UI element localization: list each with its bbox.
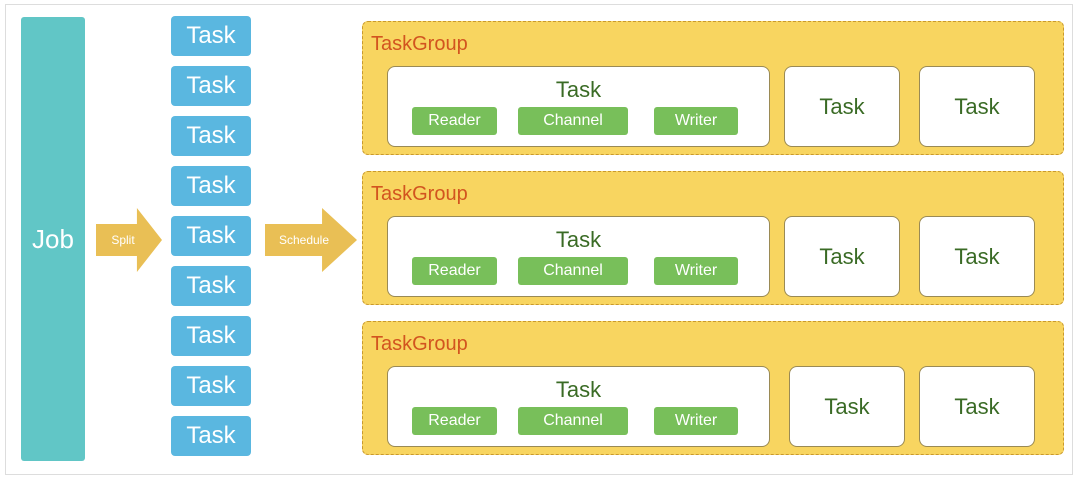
split-arrow: Split xyxy=(96,208,162,272)
split-task: Task xyxy=(171,116,251,156)
split-task: Task xyxy=(171,366,251,406)
channel-chip: Channel xyxy=(518,107,628,135)
job-label: Job xyxy=(32,223,74,254)
writer-chip: Writer xyxy=(654,407,738,435)
diagram-frame xyxy=(5,4,1073,475)
task-group-3: TaskGroup Task Reader Channel Writer Tas… xyxy=(362,321,1064,455)
split-task: Task xyxy=(171,16,251,56)
split-task: Task xyxy=(171,66,251,106)
split-task: Task xyxy=(171,316,251,356)
task-group-extra-task: Task xyxy=(919,366,1035,447)
task-group-main-task: Task Reader Channel Writer xyxy=(387,366,770,447)
writer-chip: Writer xyxy=(654,107,738,135)
split-task: Task xyxy=(171,266,251,306)
task-group-extra-task: Task xyxy=(919,66,1035,147)
task-group-extra-task: Task xyxy=(784,66,900,147)
channel-chip: Channel xyxy=(518,257,628,285)
task-group-2: TaskGroup Task Reader Channel Writer Tas… xyxy=(362,171,1064,305)
reader-chip: Reader xyxy=(412,257,497,285)
main-task-title: Task xyxy=(555,77,602,102)
main-task-title: Task xyxy=(555,227,602,252)
channel-chip: Channel xyxy=(518,407,628,435)
task-group-1: TaskGroup Task Reader Channel Writer Tas… xyxy=(362,21,1064,155)
reader-chip: Reader xyxy=(412,107,497,135)
split-task: Task xyxy=(171,416,251,456)
task-group-extra-task: Task xyxy=(789,366,905,447)
reader-chip: Reader xyxy=(412,407,497,435)
job-box: Job xyxy=(21,17,85,461)
task-group-main-task: Task Reader Channel Writer xyxy=(387,216,770,297)
main-task-title: Task xyxy=(555,377,602,402)
task-group-title: TaskGroup xyxy=(371,183,468,205)
task-group-extra-task: Task xyxy=(919,216,1035,297)
task-group-title: TaskGroup xyxy=(371,333,468,355)
writer-chip: Writer xyxy=(654,257,738,285)
task-group-main-task: Task Reader Channel Writer xyxy=(387,66,770,147)
task-group-title: TaskGroup xyxy=(371,33,468,55)
split-label: Split xyxy=(111,233,135,247)
task-group-extra-task: Task xyxy=(784,216,900,297)
schedule-label: Schedule xyxy=(278,233,330,247)
split-task: Task xyxy=(171,216,251,256)
schedule-arrow: Schedule xyxy=(265,208,357,272)
split-task: Task xyxy=(171,166,251,206)
